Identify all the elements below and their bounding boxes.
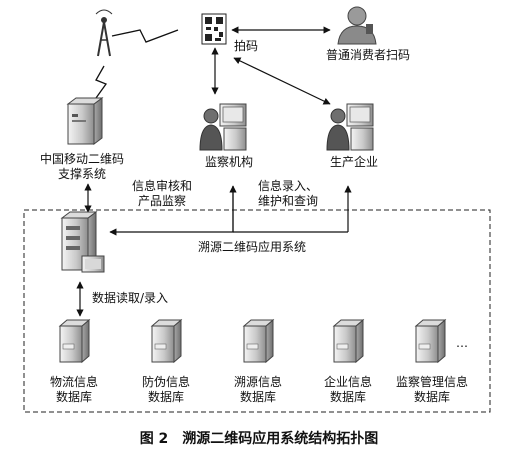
- app-server-icon: [60, 211, 105, 273]
- wireless-link-side: [95, 65, 108, 99]
- database-icon-enterprise: [332, 318, 365, 364]
- antenna-icon: [95, 9, 113, 57]
- regulator-workstation-icon: [199, 103, 247, 151]
- consumer-person-icon: [337, 6, 377, 45]
- edge-scan-enterprise: [233, 57, 331, 105]
- database-icons: [58, 318, 447, 364]
- db-supervision-label-line2: 数据库: [413, 390, 451, 404]
- db-enterprise-label-line1: 企业信息: [323, 375, 373, 389]
- db-enterprise-label-line2: 数据库: [329, 390, 367, 404]
- figure-number: 图 2: [139, 431, 169, 447]
- db-logistics-label-line2: 数据库: [55, 390, 93, 404]
- enterprise-workstation-icon: [326, 103, 374, 151]
- review-label-line1: 信息审核和: [131, 179, 193, 193]
- db-traceability-label-line2: 数据库: [239, 390, 277, 404]
- database-icon-traceability: [242, 318, 275, 364]
- app-system-boundary: [23, 209, 491, 413]
- database-icon-logistics: [58, 318, 91, 364]
- database-icon-supervision: [414, 318, 447, 364]
- db-traceability-label-line1: 溯源信息: [233, 375, 283, 389]
- db-anticounterfeit-label-line2: 数据库: [147, 390, 185, 404]
- consumer-label: 普通消费者扫码: [326, 48, 411, 62]
- db-rw-label: 数据读取/录入: [92, 291, 169, 305]
- regulator-label: 监察机构: [205, 155, 254, 169]
- scan-code-label: 拍码: [234, 39, 259, 53]
- app-system-label: 溯源二维码应用系统: [197, 240, 307, 254]
- entry-label-line2: 维护和查询: [257, 194, 319, 208]
- db-anticounterfeit-label-line1: 防伪信息: [141, 375, 191, 389]
- wireless-link-top: [111, 29, 179, 43]
- review-label-line2: 产品监察: [137, 194, 187, 208]
- more-databases-marker: …: [456, 336, 469, 350]
- db-supervision-label-line1: 监察管理信息: [395, 375, 469, 389]
- qr-code-icon: [201, 13, 227, 45]
- cmcc-label-line1: 中国移动二维码: [39, 152, 125, 166]
- enterprise-label: 生产企业: [330, 155, 379, 169]
- cmcc-label-line2: 支撑系统: [57, 167, 107, 181]
- db-logistics-label-line1: 物流信息: [49, 375, 99, 389]
- figure-caption: 图 2 溯源二维码应用系统结构拓扑图: [0, 428, 518, 448]
- database-icon-anticounterfeit: [150, 318, 183, 364]
- cmcc-server-icon: [66, 97, 104, 145]
- entry-label-line1: 信息录入、: [257, 179, 319, 193]
- figure-title: 溯源二维码应用系统结构拓扑图: [182, 431, 379, 447]
